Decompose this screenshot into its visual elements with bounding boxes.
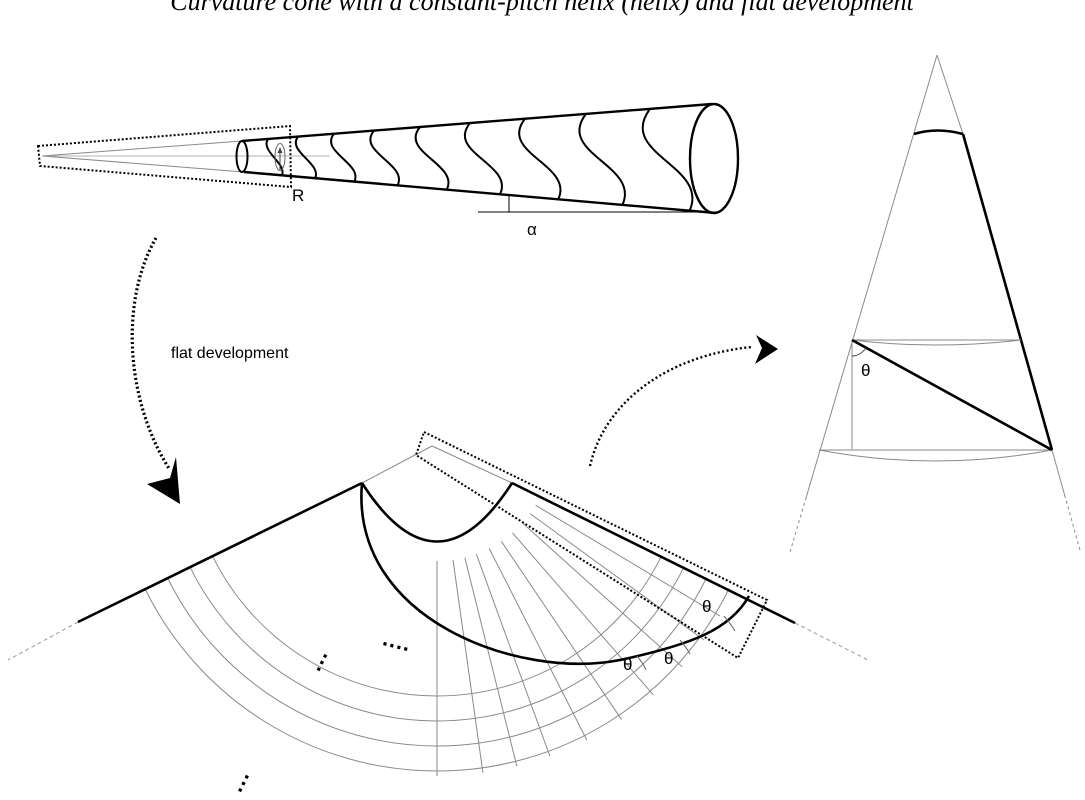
triangle-detail: θ: [789, 54, 1081, 553]
radius-arrow-head: [277, 147, 283, 153]
helix-stroke: [518, 118, 562, 200]
radial-line: [512, 532, 654, 696]
radius-ring: [274, 143, 286, 171]
cone-top-edge: [241, 102, 713, 143]
theta-label-2: θ: [664, 649, 673, 668]
helix-stroke: [414, 126, 450, 191]
radial-line: [452, 559, 484, 773]
flat-development: θ θ θ .... ··· ···: [7, 430, 869, 799]
helix-stroke: [369, 129, 401, 186]
ellipsis-bottom: ···: [228, 768, 260, 799]
helix-stroke: [578, 113, 626, 206]
cone-with-helix: R α: [36, 102, 740, 239]
left-edge-thin: [361, 445, 433, 484]
apex-line-top: [41, 140, 243, 157]
flat-development-label: flat development: [171, 345, 289, 362]
left-edge-thick: [77, 481, 363, 624]
theta-label-3: θ: [702, 597, 711, 616]
radial-line: [535, 504, 721, 617]
inner-arc: [360, 482, 514, 543]
right-edge-thick: [511, 481, 796, 625]
theta-label-triangle: θ: [861, 361, 870, 380]
middle-arc: [851, 339, 1022, 346]
ellipsis-right: ....: [380, 625, 414, 656]
top-arc: [913, 129, 964, 136]
dotted-arrow-right: [588, 345, 753, 467]
cone-small-end: [235, 140, 249, 173]
theta-arc-1: [636, 655, 647, 671]
theta-arc-3: [723, 615, 736, 632]
cone-large-end: [688, 102, 740, 215]
radial-line: [522, 522, 683, 668]
helix-stroke: [265, 138, 284, 176]
arrow-head-right: [755, 335, 778, 364]
theta-arc-2: [679, 639, 691, 655]
right-edge-thin: [431, 445, 513, 484]
development-arc: [360, 482, 751, 665]
helix-stroke: [463, 122, 503, 195]
arrow-head-left: [147, 457, 180, 504]
radial-line: [488, 548, 588, 741]
helix-stroke: [641, 108, 694, 212]
triangle-right-edge-thin: [936, 54, 964, 135]
apex-line-bottom: [41, 155, 245, 173]
alpha-label: α: [527, 220, 537, 239]
helix-stroke: [294, 135, 317, 179]
diagonal-hypotenuse: [851, 338, 1053, 452]
theta-arc-triangle: [851, 347, 867, 357]
transition-arrows: flat development: [130, 237, 778, 504]
cone-bottom-edge: [243, 170, 717, 215]
radial-lines: [436, 504, 721, 776]
header-text: Curvature cone with a constant-pitch hel…: [170, 0, 914, 16]
radial-line: [464, 557, 518, 767]
helix-stroke: [330, 133, 357, 183]
radial-line: [500, 541, 622, 720]
helix-curves: [265, 108, 694, 212]
dotted-arrow-left: [130, 237, 172, 471]
bottom-arc: [818, 449, 1053, 462]
left-edge-dashed-ext: [7, 621, 79, 661]
right-edge-dashed-ext: [794, 622, 869, 661]
triangle-left-edge: [789, 54, 938, 553]
theta-label-1: θ: [623, 655, 632, 674]
triangle-right-edge-thick: [961, 133, 1054, 451]
radius-label: R: [292, 186, 304, 205]
ellipsis-middle: ···: [306, 647, 338, 678]
apex-dotted-box: [36, 124, 293, 189]
